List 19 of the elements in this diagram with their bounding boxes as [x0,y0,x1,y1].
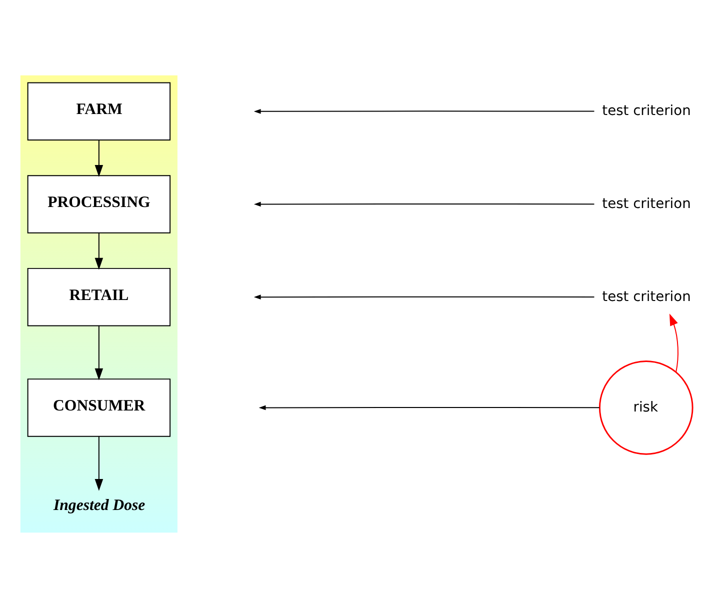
node-box: RETAIL [27,268,171,326]
node-text: test criterion [602,103,691,120]
arrow [254,294,595,300]
node-box: FARM [27,82,171,141]
node-text: test criterion [602,288,691,305]
arrow [254,108,595,114]
arrow [254,202,595,207]
node-box: CONSUMER [27,378,171,437]
arrow [94,140,104,177]
node-circle: risk [598,360,694,455]
cluster [19,74,178,534]
node-text: test criterion [602,196,691,212]
arrow [94,436,104,491]
arrow [258,405,600,410]
arrow [94,232,104,270]
node-box: PROCESSING [27,175,171,234]
node-text: Ingested Dose [54,497,146,514]
arrow [94,325,104,380]
arrow [669,314,678,372]
